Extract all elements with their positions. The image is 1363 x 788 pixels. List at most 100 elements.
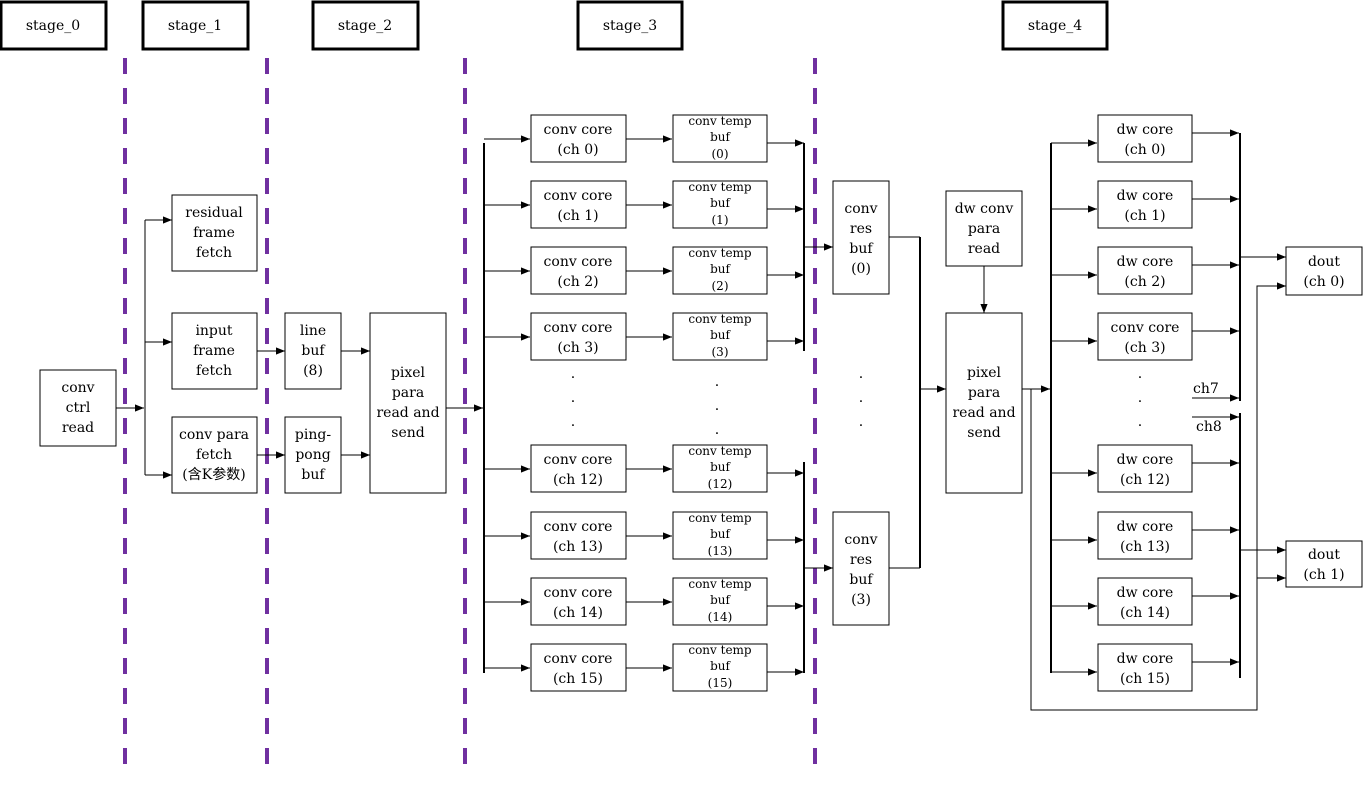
block-label: (ch 14): [1120, 605, 1170, 621]
stage-header-1: stage_1: [141, 0, 250, 51]
ellipsis-dot: .: [859, 390, 863, 406]
block-label: dw core: [1117, 188, 1174, 204]
block-label: (ch 3): [557, 340, 598, 356]
block-label: para: [968, 221, 1000, 237]
block-label: (3): [851, 592, 871, 608]
stage-label: stage_3: [603, 18, 657, 34]
block-label: conv temp: [688, 114, 752, 128]
dw-core-block: dw core (ch 13): [1097, 511, 1193, 560]
block-label: conv temp: [688, 577, 752, 591]
block-label: (含K参数): [182, 466, 245, 483]
block-label: buf: [301, 467, 326, 483]
block-label: (ch 12): [553, 472, 603, 488]
ellipsis-dot: .: [1138, 390, 1142, 406]
stage4-pixel-para-send-block: pixel para read and send: [945, 312, 1023, 494]
block-label: buf: [710, 328, 731, 342]
block-label: fetch: [196, 447, 232, 463]
block-label: (ch 12): [1120, 472, 1170, 488]
block-label: send: [967, 425, 1000, 441]
block-label: input: [195, 323, 232, 339]
block-label: (ch 2): [1124, 274, 1165, 290]
block-label: conv core: [544, 651, 613, 667]
ellipsis-dot: .: [571, 390, 575, 406]
dw-core-block: dw core (ch 1): [1097, 180, 1193, 229]
block-label: conv core: [544, 452, 613, 468]
block-label: (0): [851, 261, 871, 277]
ping-pong-buf-block: ping- pong buf: [284, 416, 342, 494]
block-label: (ch 14): [553, 605, 603, 621]
dout-ch1-block: dout (ch 1): [1285, 540, 1363, 588]
block-label: buf: [301, 343, 326, 359]
conv-core-block: conv core (ch 3): [530, 312, 627, 361]
input-frame-fetch-block: input frame fetch: [171, 312, 258, 390]
block-label: frame: [193, 343, 235, 359]
stage-header-3: stage_3: [576, 0, 684, 51]
block-label: (ch 13): [1120, 539, 1170, 555]
block-label: para: [392, 385, 424, 401]
block-label: (ch 1): [1124, 208, 1165, 224]
block-label: (13): [708, 544, 733, 558]
block-label: (ch 13): [553, 539, 603, 555]
block-label: conv temp: [688, 312, 752, 326]
block-label: pixel: [391, 365, 426, 381]
block-label: (2): [712, 279, 729, 293]
block-label: para: [968, 385, 1000, 401]
ch8-label: ch8: [1196, 419, 1222, 435]
block-label: conv core: [544, 519, 613, 535]
block-label: dw core: [1117, 254, 1174, 270]
block-label: (ch 1): [1303, 567, 1344, 583]
line-buf-block: line buf (8): [284, 312, 342, 390]
dw-core-block: dw core (ch 0): [1097, 114, 1193, 163]
stage-header-0: stage_0: [0, 0, 108, 51]
block-label: buf: [849, 572, 874, 588]
block-label: (14): [708, 610, 733, 624]
block-label: dw core: [1117, 651, 1174, 667]
stage-label: stage_4: [1028, 18, 1082, 34]
block-label: buf: [710, 262, 731, 276]
block-label: buf: [710, 659, 731, 673]
ellipsis-dot: .: [715, 374, 719, 390]
block-label: buf: [710, 130, 731, 144]
block-label: conv core: [544, 122, 613, 138]
block-label: (ch 15): [1120, 671, 1170, 687]
block-label: (ch 2): [557, 274, 598, 290]
block-label: conv core: [544, 320, 613, 336]
block-label: (ch 15): [553, 671, 603, 687]
conv-core-block: conv core (ch 12): [530, 444, 627, 493]
conv-core-block: conv core(ch 1): [530, 180, 627, 229]
stage-label: stage_2: [338, 18, 392, 34]
block-label: conv temp: [688, 643, 752, 657]
ellipsis-dot: .: [715, 398, 719, 414]
block-label: (3): [712, 345, 729, 359]
residual-frame-fetch-block: residual frame fetch: [171, 194, 258, 272]
block-label: dw core: [1117, 122, 1174, 138]
block-label: (ch 3): [1124, 340, 1165, 356]
block-label: send: [391, 425, 424, 441]
block-label: (ch 0): [1303, 274, 1344, 290]
block-label: dout: [1308, 547, 1340, 563]
block-label: (ch 0): [1124, 142, 1165, 158]
dw-core-block: dw core (ch 2): [1097, 246, 1193, 295]
block-label: conv temp: [688, 511, 752, 525]
dw-conv-para-read-block: dw conv para read: [945, 190, 1023, 267]
block-label: frame: [193, 225, 235, 241]
block-label: buf: [849, 241, 874, 257]
ellipsis-dot: .: [571, 414, 575, 430]
block-label: dw core: [1117, 519, 1174, 535]
conv-core-block: conv core (ch 15): [530, 643, 627, 692]
block-label: (1): [712, 213, 729, 227]
ellipsis-dot: .: [571, 366, 575, 382]
block-label: conv temp: [688, 180, 752, 194]
stage-header-4: stage_4: [1001, 0, 1109, 51]
block-label: conv core: [544, 585, 613, 601]
block-label: read: [968, 241, 1000, 257]
ellipsis-dot: .: [715, 422, 719, 438]
